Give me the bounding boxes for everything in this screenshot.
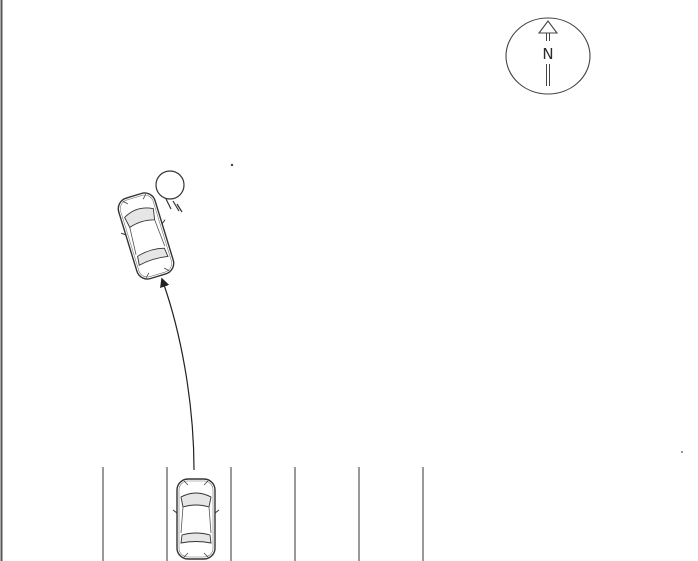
pedestrian [155,170,185,213]
vehicle-impact-position [117,192,175,280]
pedestrian-head [155,170,185,200]
north-arrow-icon [537,20,559,86]
vehicle-path-arrow [160,277,195,471]
north-label: N [542,45,553,63]
compass-circle [505,17,591,95]
car-icon [172,478,220,560]
stray-dot [230,163,234,167]
vehicle-start-position [172,478,220,560]
stray-dot [681,451,683,453]
pedestrian-body [165,198,183,213]
crosswalk-lines [102,467,424,561]
car-icon [117,192,175,280]
north-compass: N [505,17,591,95]
